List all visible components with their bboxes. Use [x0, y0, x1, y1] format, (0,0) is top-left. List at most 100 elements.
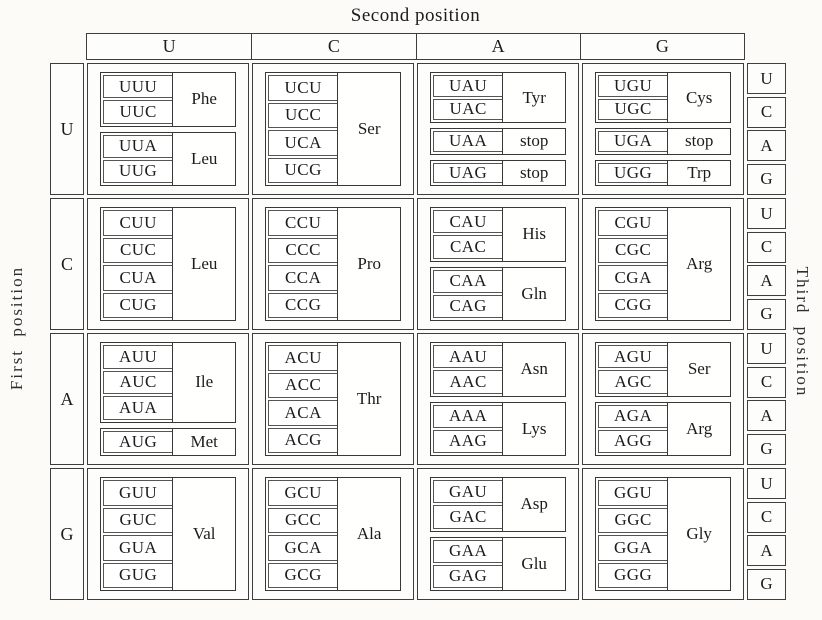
codon-CGC: CGC — [598, 237, 668, 263]
codon-AGG: AGG — [598, 429, 668, 453]
codon-group-stop: UGA stop — [595, 128, 731, 155]
codon-GUG: GUG — [103, 562, 173, 588]
codon-UCG: UCG — [268, 157, 338, 183]
first-position-G: G — [50, 468, 84, 600]
codon-CUA: CUA — [103, 265, 173, 291]
codon-AUC: AUC — [103, 370, 173, 395]
third-position-axis-label: Third position — [793, 266, 812, 398]
codon-CGG: CGG — [598, 292, 668, 318]
amino-acid-label-stop: stop — [685, 131, 714, 151]
third-position-U: U — [747, 63, 786, 95]
third-position-C: C — [747, 231, 786, 263]
third-position-C: C — [747, 501, 786, 533]
amino-acid-label-Arg: Arg — [686, 418, 713, 438]
codon-GGA: GGA — [598, 535, 668, 561]
codon-stack: UAG — [431, 160, 504, 185]
codon-UAG: UAG — [433, 162, 503, 183]
codon-GAC: GAC — [433, 505, 503, 529]
codon-GUC: GUC — [103, 507, 173, 533]
amino-acid-label-Trp: Trp — [687, 162, 712, 182]
codon-GAG: GAG — [433, 564, 503, 588]
amino-acid-label-Val: Val — [192, 524, 216, 543]
amino-acid-label-stop: stop — [520, 131, 549, 151]
codon-UGA: UGA — [598, 131, 668, 152]
amino-acid-label-Ser: Ser — [687, 359, 711, 379]
second-position-header-U: U — [162, 36, 176, 56]
codon-AGC: AGC — [598, 370, 668, 394]
amino-acid-label-Lys: Lys — [521, 418, 547, 438]
third-position-U: U — [747, 198, 786, 230]
third-position-G: G — [747, 568, 786, 600]
amino-acid-label-Leu: Leu — [190, 254, 218, 273]
codon-GGU: GGU — [598, 480, 668, 506]
amino-acid-label-Ala: Ala — [356, 524, 382, 543]
second-position-header-A: A — [415, 34, 580, 59]
codon-UCA: UCA — [268, 130, 338, 156]
second-position-header-C: C — [251, 34, 415, 59]
codon-CAU: CAU — [433, 210, 503, 234]
codon-CAC: CAC — [433, 235, 503, 259]
third-position-U: U — [747, 468, 786, 500]
codon-GCG: GCG — [268, 562, 338, 588]
codon-GAA: GAA — [433, 539, 503, 563]
third-position-G: G — [747, 163, 786, 195]
codon-UAC: UAC — [433, 98, 503, 120]
codon-CCU: CCU — [268, 210, 338, 236]
codon-CUC: CUC — [103, 237, 173, 263]
codon-UGC: UGC — [598, 98, 668, 120]
amino-acid-label-Asn: Asn — [520, 359, 548, 379]
codon-ACU: ACU — [268, 345, 338, 371]
codon-UUA: UUA — [103, 134, 173, 158]
first-position-axis-label: First position — [7, 265, 26, 391]
codon-CCG: CCG — [268, 292, 338, 318]
codon-AAC: AAC — [433, 370, 503, 394]
codon-ACA: ACA — [268, 400, 338, 426]
codon-UUC: UUC — [103, 100, 173, 124]
codon-stack: UAA — [431, 129, 504, 154]
codon-UUU: UUU — [103, 75, 173, 99]
amino-acid-label-Phe: Phe — [191, 89, 217, 109]
amino-acid-label-Ser: Ser — [357, 119, 381, 138]
amino-acid-label-Thr: Thr — [356, 389, 382, 408]
